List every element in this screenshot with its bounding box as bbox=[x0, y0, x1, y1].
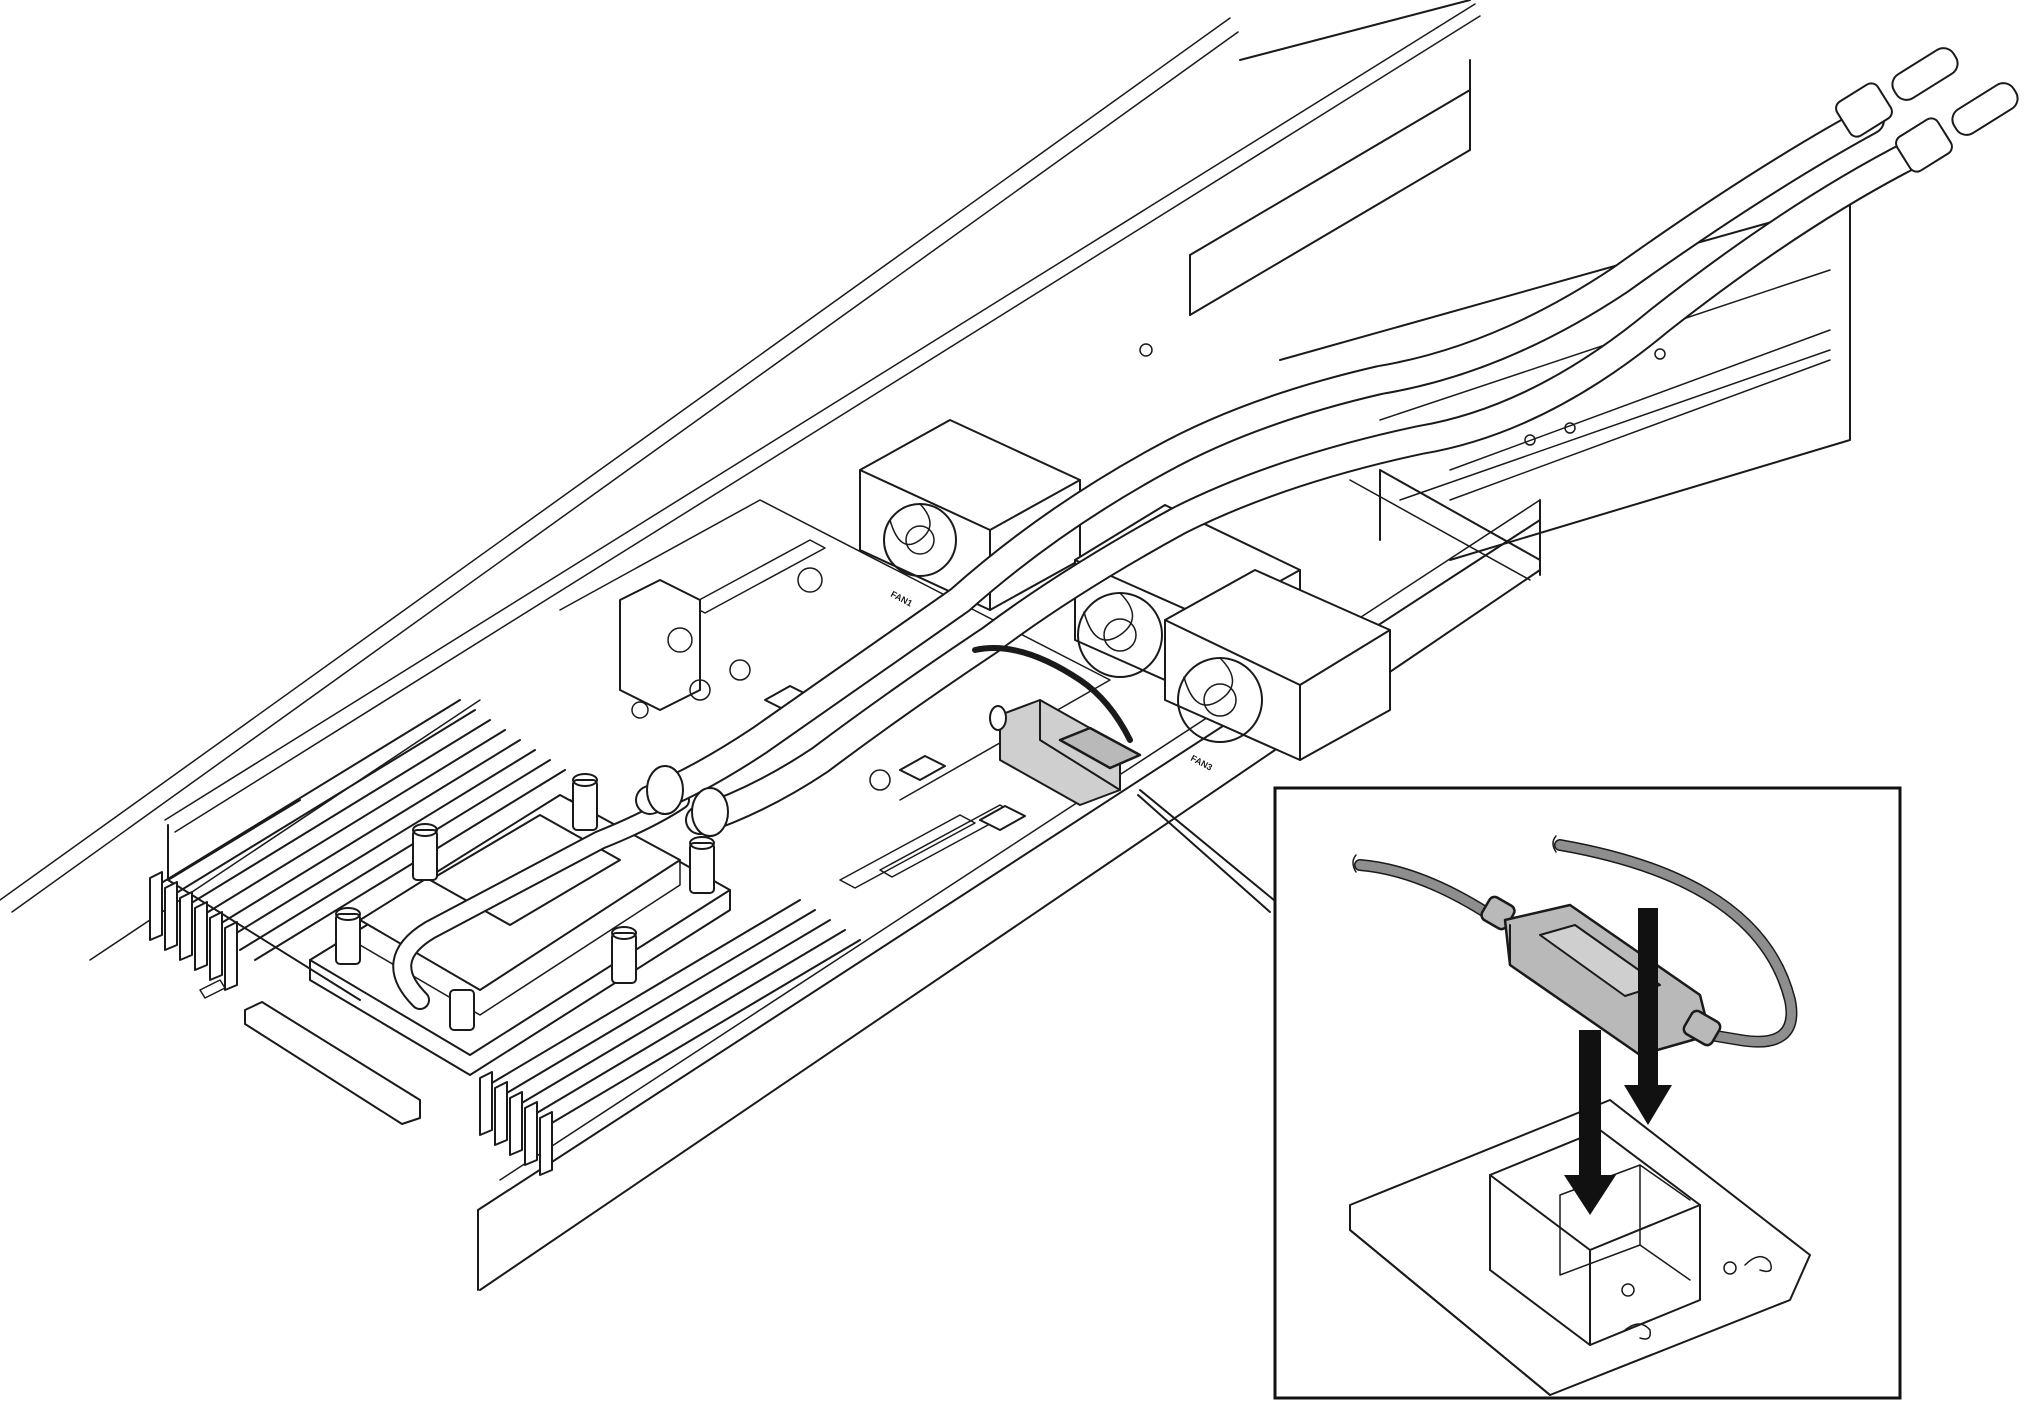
leak-sensor-main-view bbox=[972, 645, 1142, 806]
cold-plate-screw-posts bbox=[335, 773, 715, 1031]
callout-leader bbox=[1137, 789, 1281, 913]
dimm-bank-right bbox=[479, 899, 861, 1176]
install-arrow-left bbox=[1564, 1030, 1616, 1215]
chassis-tray bbox=[0, 0, 1851, 1291]
install-arrow-right bbox=[1624, 908, 1672, 1125]
dimm-bank-left bbox=[149, 699, 566, 991]
water-hoses bbox=[635, 47, 2019, 837]
callout-detail bbox=[1349, 835, 1811, 1396]
fan-label-3: FAN3 bbox=[1189, 753, 1214, 773]
quick-connect-couplings bbox=[1835, 47, 2019, 173]
fan-label-1: FAN1 bbox=[889, 589, 914, 609]
leak-sensor bbox=[1480, 895, 1722, 1057]
cold-plate-assembly bbox=[309, 773, 731, 1076]
fan-module-3: FAN3 bbox=[1164, 569, 1391, 773]
